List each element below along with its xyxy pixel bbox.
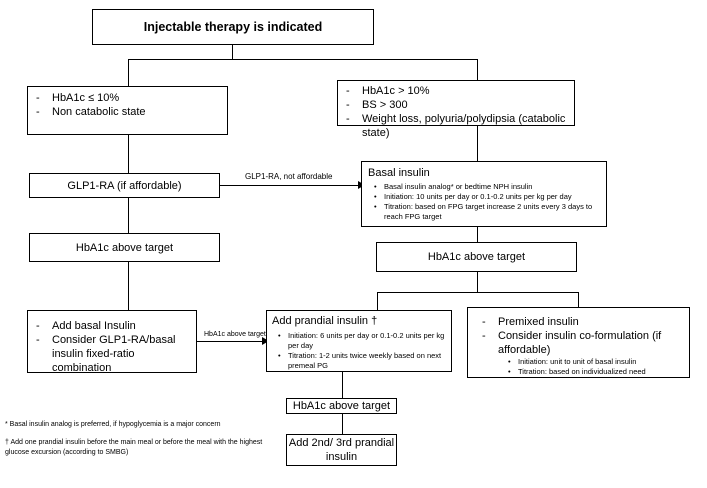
connector	[128, 198, 129, 233]
premixed-box: Premixed insulin Consider insulin co-for…	[467, 307, 690, 378]
premixed-item: Premixed insulin	[480, 315, 683, 329]
connector	[128, 59, 129, 86]
add-second-label: Add 2nd/ 3rd prandial insulin	[288, 437, 395, 463]
add-second-box: Add 2nd/ 3rd prandial insulin	[286, 434, 397, 466]
arrow-not-affordable	[220, 185, 361, 186]
hba1c-target-box-bottom: HbA1c above target	[286, 398, 397, 414]
add-basal-item: Add basal Insulin	[34, 319, 190, 333]
connector	[342, 414, 343, 434]
hba1c-target-label: HbA1c above target	[427, 251, 526, 263]
premixed-subitem: Titration: based on individualized need	[502, 367, 683, 377]
hba1c-target-box-left: HbA1c above target	[29, 233, 220, 262]
page-title: Injectable therapy is indicated	[143, 20, 323, 34]
connector	[477, 227, 478, 242]
connector	[128, 59, 478, 60]
arrow-above-target	[197, 341, 264, 342]
arrowhead	[262, 337, 269, 345]
basal-item: Initiation: 10 units per day or 0.1-0.2 …	[368, 192, 600, 202]
connector	[477, 59, 478, 80]
connector	[477, 126, 478, 161]
prandial-box: Add prandial insulin † Initiation: 6 uni…	[266, 310, 452, 372]
basal-item: Basal insulin analog* or bedtime NPH ins…	[368, 182, 600, 192]
basal-insulin-title: Basal insulin	[368, 167, 430, 179]
criteria-item: Non catabolic state	[34, 105, 221, 119]
criteria-item: HbA1c ≤ 10%	[34, 91, 221, 105]
hba1c-target-box-right: HbA1c above target	[376, 242, 577, 272]
connector	[377, 292, 378, 310]
basal-item: Titration: based on FPG target increase …	[368, 202, 600, 222]
title-box: Injectable therapy is indicated	[92, 9, 374, 45]
prandial-item: Initiation: 6 units per day or 0.1-0.2 u…	[272, 331, 446, 351]
hba1c-target-label: HbA1c above target	[75, 241, 174, 254]
hba1c-target-label: HbA1c above target	[292, 400, 391, 412]
connector	[578, 292, 579, 307]
premixed-subitem: Initiation: unit to unit of basal insuli…	[502, 357, 683, 367]
connector	[477, 272, 478, 292]
basal-insulin-box: Basal insulin Basal insulin analog* or b…	[361, 161, 607, 227]
connector	[232, 45, 233, 59]
connector	[342, 372, 343, 398]
footnote-2: † Add one prandial insulin before the ma…	[5, 439, 263, 456]
right-criteria-box: HbA1c > 10% BS > 300 Weight loss, polyur…	[337, 80, 575, 139]
left-criteria-box: HbA1c ≤ 10% Non catabolic state	[27, 86, 228, 135]
premixed-item: Consider insulin co-formulation (if affo…	[480, 329, 683, 357]
above-target-label: HbA1c above target	[204, 331, 266, 338]
prandial-title: Add prandial insulin †	[272, 315, 378, 327]
criteria-item: HbA1c > 10%	[344, 84, 568, 98]
footnote-1: * Basal insulin analog is preferred, if …	[5, 421, 221, 428]
add-basal-box: Add basal Insulin Consider GLP1-RA/basal…	[27, 310, 197, 375]
glp1-not-affordable-label: GLP1-RA, not affordable	[245, 172, 333, 181]
connector	[128, 262, 129, 310]
connector	[128, 135, 129, 173]
connector	[377, 292, 579, 293]
glp1-box: GLP1-RA (if affordable)	[29, 173, 220, 198]
prandial-item: Titration: 1-2 units twice weekly based …	[272, 351, 446, 371]
glp1-label: GLP1-RA (if affordable)	[67, 179, 182, 192]
criteria-item: Weight loss, polyuria/polydipsia (catabo…	[344, 112, 568, 140]
criteria-item: BS > 300	[344, 98, 568, 112]
add-basal-item: Consider GLP1-RA/basal insulin fixed-rat…	[34, 333, 190, 375]
